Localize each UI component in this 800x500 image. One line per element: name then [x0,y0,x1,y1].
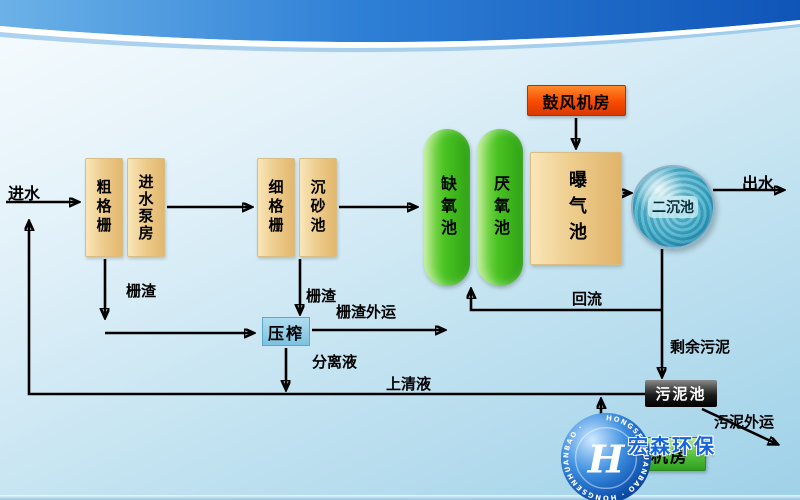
node-sludge-tank: 污泥池 [645,380,717,407]
node-fine-screen: 细格栅 [257,158,295,257]
node-inlet-pump-house: 进水泵房 [127,158,165,257]
arrow-return-flow [471,290,662,312]
node-secondary-clarifier: 二沉池 [631,165,715,249]
node-anoxic-tank: 缺氧池 [424,129,470,286]
wave-highlight [0,20,800,48]
top-wave-decoration [0,0,800,53]
arrow-supernatant-return [29,222,645,396]
logo-badge: HONGSENHUANBAO · HONGSENHUANBAO · H [560,412,652,500]
fine-screen-residue-label: 栅渣 [306,287,337,305]
separated-liquid-label: 分离液 [312,353,358,371]
node-grit-chamber: 沉砂池 [299,158,337,257]
return-flow-label: 回流 [572,290,603,308]
node-aeration-tank: 曝气池 [530,152,622,265]
brand-name: 宏森环保 [628,434,716,458]
node-press: 压榨 [262,317,310,346]
effluent-label: 出水 [742,174,775,193]
influent-label: 进水 [8,184,41,203]
logo-circle [560,412,652,500]
arrow-sludge-out [701,407,777,444]
coarse-screen-residue-label: 栅渣 [126,282,157,300]
residue-transport-label: 栅渣外运 [336,303,397,321]
wave-band [0,0,800,43]
node-anaerobic-tank: 厌氧池 [477,129,523,286]
bottom-edge-decoration [0,495,800,500]
secondary-clarifier-label: 二沉池 [648,196,698,218]
supernatant-label: 上清液 [386,375,432,393]
company-logo: HONGSENHUANBAO · HONGSENHUANBAO · H [560,412,652,500]
sludge-transport-label: 污泥外运 [714,413,775,431]
wave-shadow [0,24,800,53]
excess-sludge-label: 剩余污泥 [670,338,731,356]
logo-inner-ring [574,426,638,490]
logo-monogram: H [587,438,626,483]
node-blower-room: 鼓风机房 [527,85,626,116]
node-coarse-screen: 粗格栅 [85,158,123,257]
